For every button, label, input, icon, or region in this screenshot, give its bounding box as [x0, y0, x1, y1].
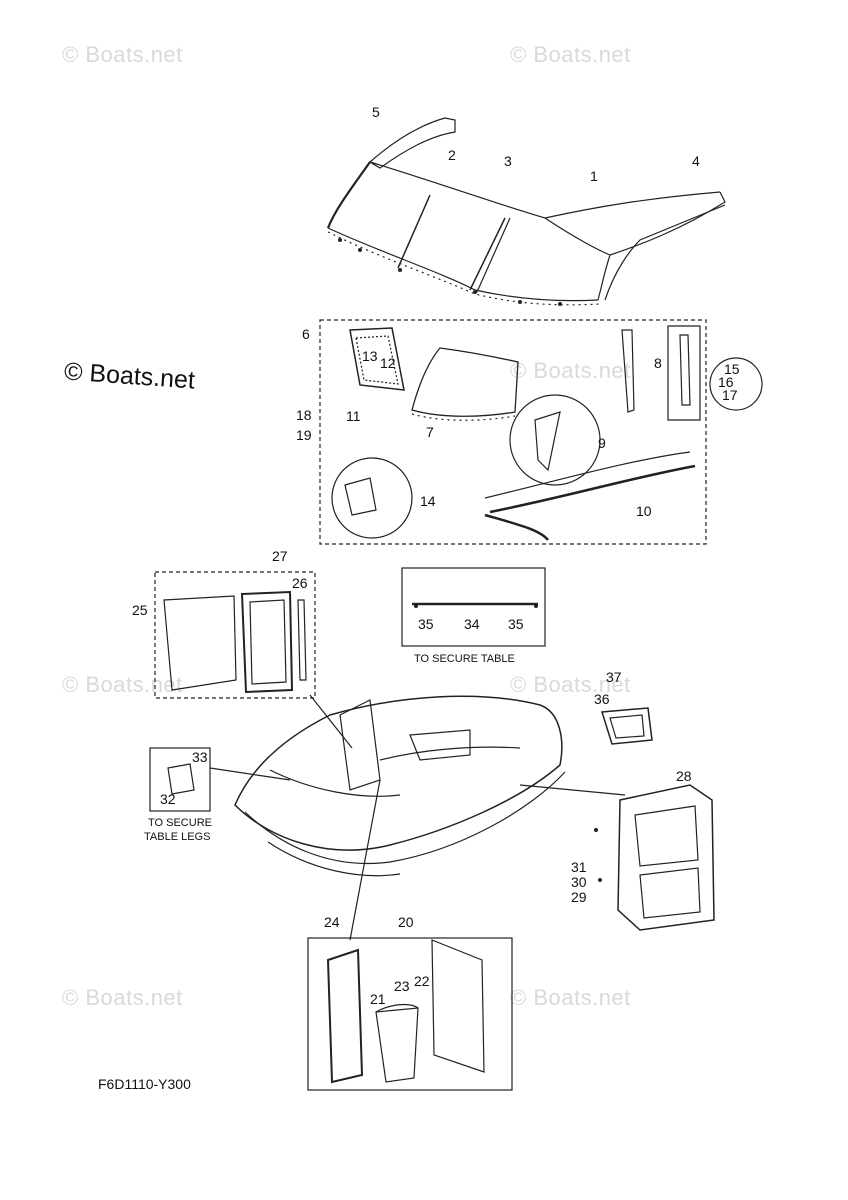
callout-20: 20 [398, 914, 414, 930]
callout-31: 31 [571, 859, 587, 875]
caption-secure-legs-1: TO SECURE [148, 817, 212, 829]
watermark: © Boats.net [62, 42, 183, 67]
callout-5: 5 [372, 104, 380, 120]
callout-36: 36 [594, 691, 610, 707]
callout-22: 22 [414, 973, 430, 989]
callout-14: 14 [420, 493, 436, 509]
kit-boundary-34 [401, 567, 546, 647]
callout-15: 15 [724, 361, 740, 377]
callout-10: 10 [636, 503, 652, 519]
bimini-top [326, 117, 726, 306]
callout-7: 7 [426, 424, 434, 440]
callout-35b: 35 [508, 616, 524, 632]
kit-boundary-25 [154, 571, 316, 699]
callout-3: 3 [504, 153, 512, 169]
watermark: © Boats.net [510, 358, 631, 383]
callout-29: 29 [571, 889, 587, 905]
watermark: © Boats.net [62, 985, 183, 1010]
callout-6: 6 [302, 326, 310, 342]
callout-18: 18 [296, 407, 312, 423]
watermark: © Boats.net [62, 672, 183, 697]
watermark: © Boats.net [510, 985, 631, 1010]
callout-35: 35 [418, 616, 434, 632]
callout-26: 26 [292, 575, 308, 591]
callout-11: 11 [346, 408, 361, 424]
boat-hull [234, 695, 566, 877]
kit-boundary-20 [307, 937, 513, 1091]
callout-30: 30 [571, 874, 587, 890]
callout-23: 23 [394, 978, 410, 994]
callout-19: 19 [296, 427, 312, 443]
callout-25: 25 [132, 602, 148, 618]
callout-2: 2 [448, 147, 456, 163]
callout-34: 34 [464, 616, 480, 632]
kit-boundary-6 [319, 319, 707, 545]
watermark: © Boats.net [510, 672, 631, 697]
watermark: © Boats.net [510, 42, 631, 67]
callout-12: 12 [380, 355, 396, 371]
callout-4: 4 [692, 153, 700, 169]
callout-17: 17 [722, 387, 738, 403]
callout-28: 28 [676, 768, 692, 784]
callout-13: 13 [362, 348, 378, 364]
callout-8: 8 [654, 355, 662, 371]
callout-33: 33 [192, 749, 208, 765]
callout-32: 32 [160, 791, 176, 807]
diagram-code: F6D1110-Y300 [98, 1076, 191, 1092]
callout-16: 16 [718, 374, 734, 390]
kit-boundary-32 [149, 747, 211, 812]
callout-1: 1 [590, 168, 598, 184]
caption-secure-legs-2: TABLE LEGS [144, 831, 210, 843]
callout-27: 27 [272, 548, 288, 564]
callout-24: 24 [324, 914, 340, 930]
callout-9: 9 [598, 435, 606, 451]
callout-37: 37 [606, 669, 622, 685]
caption-secure-table: TO SECURE TABLE [414, 653, 515, 665]
callout-21: 21 [370, 991, 386, 1007]
callout-labels: 1 2 3 4 5 6 7 8 9 10 11 12 13 14 15 16 1… [132, 104, 740, 1007]
